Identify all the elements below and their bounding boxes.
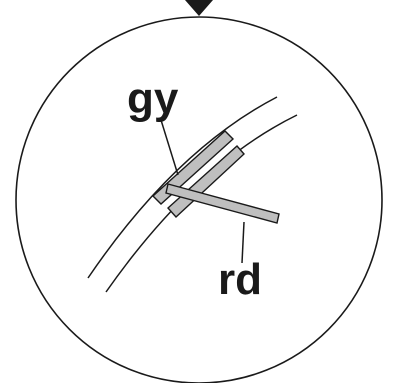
gy-label: gy (127, 74, 179, 123)
triangle-down-marker-icon (185, 0, 213, 16)
rd-label: rd (218, 255, 262, 304)
curve-lower (106, 115, 297, 292)
gy-leader-line (161, 120, 178, 175)
